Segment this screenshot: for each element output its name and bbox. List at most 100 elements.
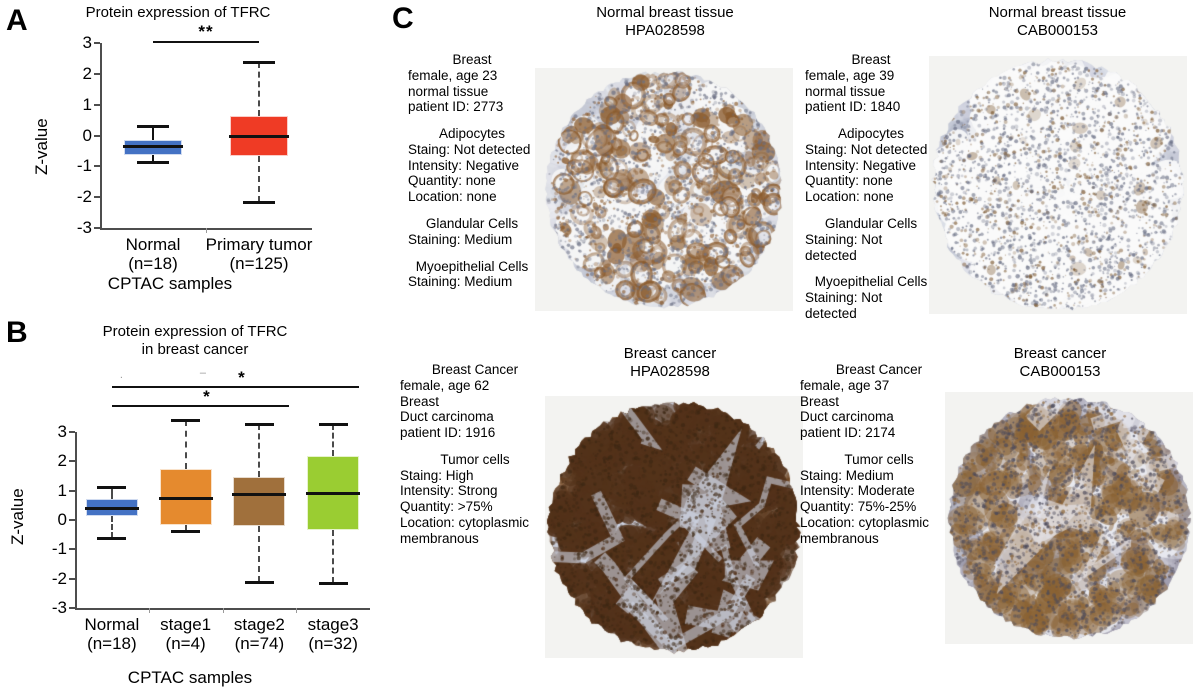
tissue-meta-block-lines-0: Staing: High Intensity: Strong Quantity:… [400,467,530,546]
tissue-meta-block-header-2: Myoepithelial Cells [415,258,529,274]
meta-spacer [408,115,536,126]
tissue-meta-block-lines-0: Staing: Medium Intensity: Moderate Quant… [800,467,930,546]
y-tick [94,42,100,44]
tissue-title-cancer-hpa: Breast cancer HPA028598 [623,345,717,380]
median-line [84,506,139,510]
whisker-cap-lower [171,530,201,534]
significance-star-a: ** [198,22,214,41]
whisker-lower [184,525,187,532]
tissue-meta-header: Breast Cancer [835,362,923,377]
y-tick-label: 1 [57,480,67,500]
x-tick-separator [222,608,224,613]
y-tick-label: 3 [82,33,92,52]
whisker-lower [258,156,260,203]
y-tick-label: 2 [57,451,67,471]
whisker-upper [258,61,260,116]
tissue-core-canvas [535,68,793,311]
category-label-2: stage2 (n=74) [233,615,285,653]
category-label-3: stage3 (n=32) [307,615,359,653]
tissue-meta-block-lines-1: Staining: Not detected [805,231,883,263]
meta-spacer [805,205,937,216]
y-axis-line [100,43,102,228]
median-line [123,144,183,148]
tissue-image-cancer-cab [945,392,1193,644]
tissue-meta-block-lines-2: Staining: Medium [408,274,513,290]
significance-bar-b-lower [111,405,290,407]
whisker-lower [332,529,335,584]
median-line [232,492,287,496]
y-tick [94,196,100,199]
y-tick [94,134,100,137]
panel-a-title: Protein expression of TFRC [85,4,271,21]
y-tick [69,460,75,463]
whisker-cap-lower [242,201,276,205]
tissue-image-normal-cab [929,56,1187,314]
box-stage2 [233,476,286,527]
y-tick [69,519,75,521]
median-line [158,496,213,500]
y-tick [94,165,100,168]
x-tick-separator [296,608,298,613]
whisker-cap-upper [242,60,276,64]
whisker-cap-lower [244,580,274,584]
tissue-core-canvas [545,396,803,658]
tissue-meta-block-header-2: Myoepithelial Cells [814,274,928,290]
significance-bar-a [153,41,259,43]
whisker-upper [332,423,335,457]
tissue-title-cancer-cab: Breast cancer CAB000153 [1013,345,1107,380]
whisker-cap-upper [244,422,274,426]
y-tick-label: -2 [76,187,92,207]
meta-spacer [408,205,536,216]
whisker-cap-lower [136,161,170,165]
whisker-upper [258,423,261,477]
category-label-1: Primary tumor (n=125) [205,235,313,273]
meta-spacer [805,263,937,274]
y-tick [94,103,100,106]
tissue-meta-block-header-0: Tumor cells [844,451,914,467]
y-tick [69,577,75,580]
whisker-upper [152,126,154,140]
tissue-meta-block-header-1: Glandular Cells [425,216,519,232]
y-tick [94,72,100,75]
tissue-meta-block-header-1: Glandular Cells [824,216,918,232]
tissue-core-canvas [945,392,1193,644]
y-axis-line [75,432,77,608]
whisker-lower [152,154,154,163]
y-tick [94,227,100,229]
panel-b-ylabel: Z-value [8,488,27,545]
tissue-meta-block-header-0: Tumor cells [440,451,510,467]
panel-a-ylabel: Z-value [32,118,51,175]
tissue-meta-patient: female, age 62 Breast Duct carcinoma pat… [400,377,496,441]
significance-faint-mark-2: – [199,367,206,379]
significance-faint-mark-1: . [119,369,123,381]
panel-a-letter: A [6,4,28,37]
whisker-lower [110,515,113,539]
y-tick-label: 3 [57,422,67,441]
y-tick-label: 2 [82,63,92,83]
y-tick [69,548,75,551]
whisker-cap-upper [136,125,170,129]
meta-spacer [800,441,958,452]
tissue-meta-block-lines-1: Staining: Medium [408,231,513,247]
tissue-title-normal-hpa: Normal breast tissue HPA028598 [596,4,734,39]
significance-bar-b-upper [111,386,360,388]
x-tick-separator [206,228,207,233]
y-tick-label: -2 [51,568,67,588]
meta-spacer [408,248,536,259]
whisker-cap-upper [171,418,201,422]
panel-a-xlabel: CPTAC samples [107,274,233,293]
panel-b-title: Protein expression of TFRC in breast can… [102,323,288,358]
y-tick-label: -3 [51,598,67,617]
tissue-core-canvas [929,56,1187,314]
y-tick-label: -1 [76,156,92,176]
tissue-image-normal-hpa [535,68,793,311]
meta-spacer [400,441,550,452]
category-label-0: Normal (n=18) [125,235,181,273]
whisker-cap-upper [97,486,127,490]
panel-b-letter: B [6,316,28,349]
